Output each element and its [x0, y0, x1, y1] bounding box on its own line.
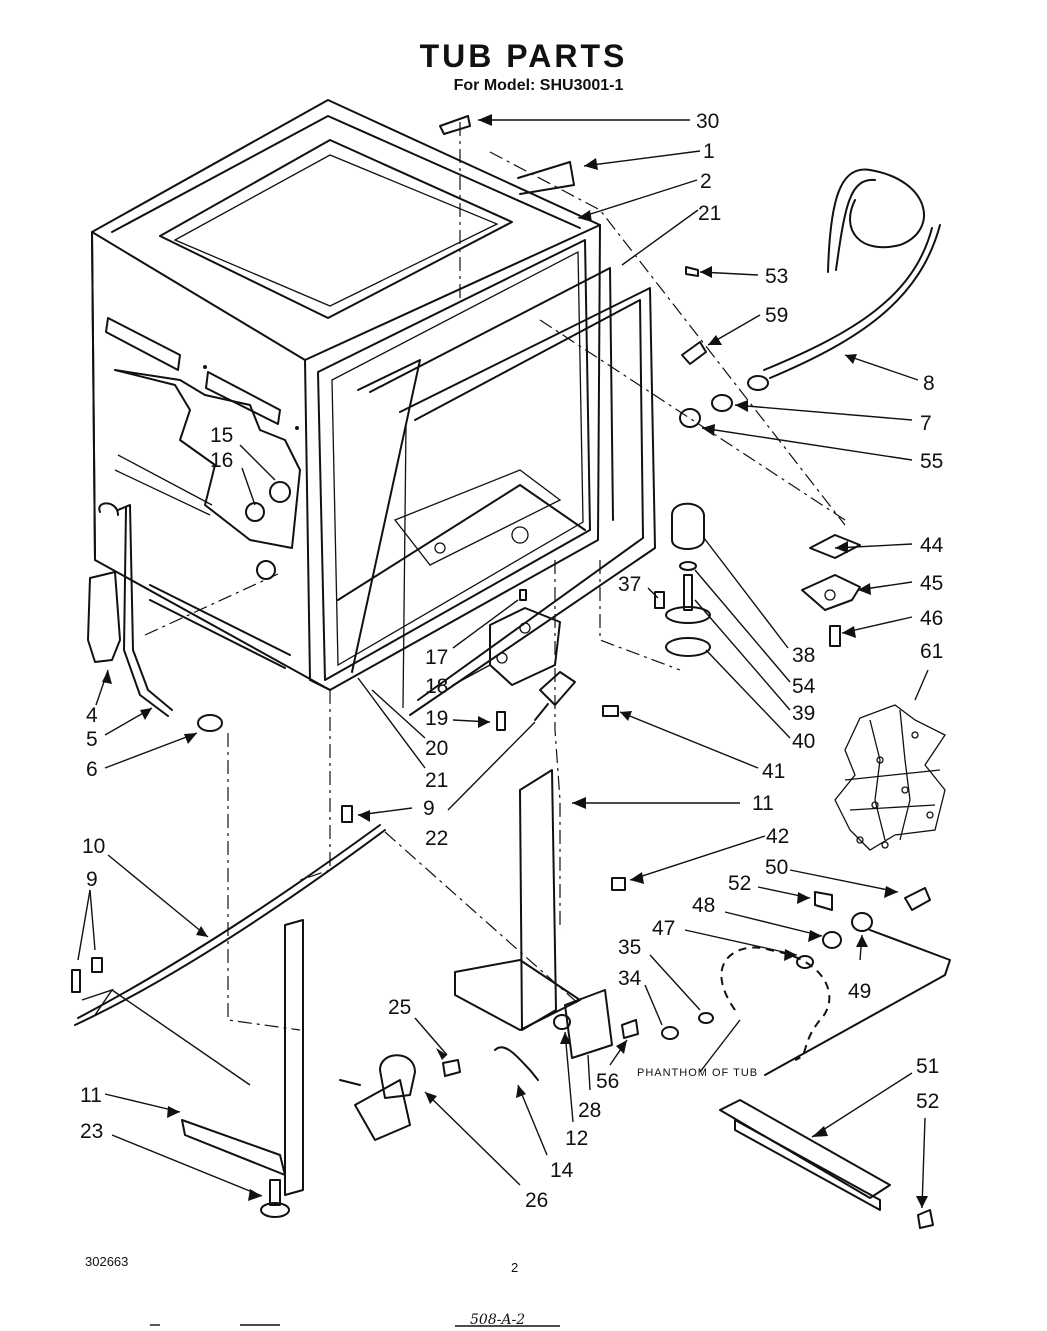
- tub-assembly: [91, 99, 656, 716]
- callout-28: 28: [578, 1099, 601, 1122]
- callout-55: 55: [920, 450, 943, 473]
- callout-15: 15: [210, 424, 233, 447]
- handwritten-code: 508-A-2: [470, 1312, 525, 1328]
- callout-19: 19: [425, 707, 448, 730]
- callout-46: 46: [920, 607, 943, 630]
- callout-20: 20: [425, 737, 448, 760]
- callout-53: 53: [765, 265, 788, 288]
- footer-code: 302663: [85, 1254, 128, 1269]
- callout-35: 35: [618, 936, 641, 959]
- callout-25: 25: [388, 996, 411, 1019]
- callout-49: 49: [848, 980, 871, 1003]
- callout-12: 12: [565, 1127, 588, 1150]
- callout-10: 10: [82, 835, 105, 858]
- callout-30: 30: [696, 110, 719, 133]
- callout-61: 61: [920, 640, 943, 663]
- page-number: 2: [511, 1260, 518, 1275]
- diagram-title: TUB PARTS: [419, 38, 628, 74]
- callout-51: 51: [916, 1055, 939, 1078]
- callout-52-lower: 52: [916, 1090, 939, 1113]
- phantom-of-tub-note: PHANTHOM OF TUB: [637, 1067, 758, 1079]
- callout-56: 56: [596, 1070, 619, 1093]
- callout-16: 16: [210, 449, 233, 472]
- callout-26: 26: [525, 1189, 548, 1212]
- callout-2: 2: [700, 170, 712, 193]
- callout-18: 18: [425, 675, 448, 698]
- callout-41: 41: [762, 760, 785, 783]
- callout-7: 7: [920, 412, 932, 435]
- callout-59: 59: [765, 304, 788, 327]
- callout-1: 1: [703, 140, 715, 163]
- callout-21-top: 21: [698, 202, 721, 225]
- diagram-subtitle: For Model: SHU3001-1: [453, 77, 624, 94]
- callout-14: 14: [550, 1159, 574, 1182]
- callout-37: 37: [618, 573, 641, 596]
- callout-45: 45: [920, 572, 943, 595]
- callout-8: 8: [923, 372, 935, 395]
- callout-11-left: 11: [80, 1084, 102, 1107]
- callout-4: 4: [86, 704, 98, 727]
- callout-39: 39: [792, 702, 815, 725]
- callout-23: 23: [80, 1120, 103, 1143]
- callout-38: 38: [792, 644, 815, 667]
- callout-5: 5: [86, 728, 98, 751]
- callout-34: 34: [618, 967, 642, 990]
- callout-42: 42: [766, 825, 789, 848]
- callout-47: 47: [652, 917, 675, 940]
- leader-lines: [77, 114, 929, 1209]
- callout-9-left: 9: [86, 868, 98, 891]
- callout-40: 40: [792, 730, 815, 753]
- callout-48: 48: [692, 894, 715, 917]
- callout-labels: 30 1 2 21 53 59 8 7 55 44 45 46 61 38 54…: [80, 110, 944, 1212]
- callout-17: 17: [425, 646, 448, 669]
- callout-52-upper: 52: [728, 872, 751, 895]
- callout-44: 44: [920, 534, 944, 557]
- callout-21-bottom: 21: [425, 769, 448, 792]
- callout-54: 54: [792, 675, 816, 698]
- callout-9-upper: 9: [423, 797, 435, 820]
- callout-50: 50: [765, 856, 788, 879]
- callout-22: 22: [425, 827, 448, 850]
- callout-11-right: 11: [752, 792, 774, 815]
- callout-6: 6: [86, 758, 98, 781]
